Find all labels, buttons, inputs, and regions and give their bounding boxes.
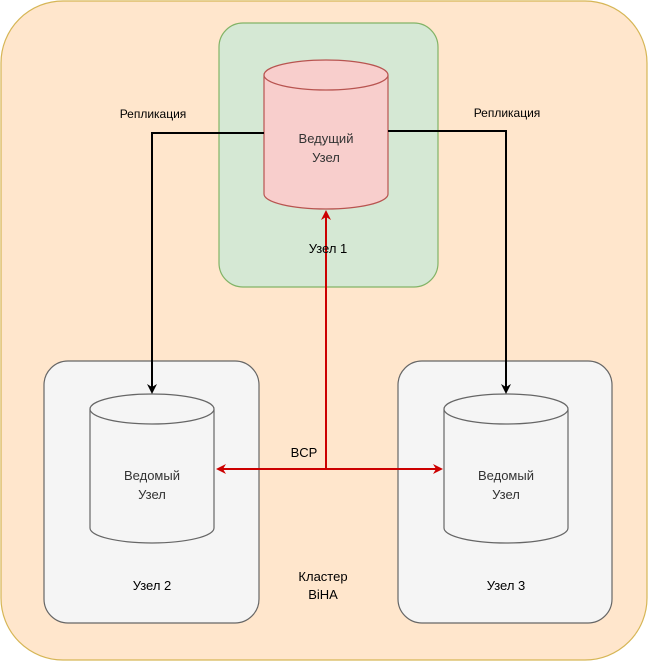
node-1-label: Узел 1: [308, 241, 348, 256]
cluster-label: Кластер BiHA: [298, 569, 348, 602]
replication-edge-left: [147, 132, 264, 394]
replication-right-label: Репликация: [473, 106, 541, 120]
node-3-label: Узел 3: [486, 578, 526, 593]
bcp-label: BCP: [290, 445, 318, 460]
follower-database-right: [443, 393, 569, 544]
follower-left-database-label: Ведомый Узел: [124, 468, 180, 502]
follower-database-left: [89, 393, 215, 544]
replication-left-label: Репликация: [119, 107, 187, 121]
leader-database: [263, 59, 389, 210]
replication-edge-right: [388, 130, 511, 394]
node-2-label: Узел 2: [132, 578, 172, 593]
follower-right-database-label: Ведомый Узел: [478, 468, 534, 502]
leader-database-label: Ведущий Узел: [298, 131, 354, 165]
